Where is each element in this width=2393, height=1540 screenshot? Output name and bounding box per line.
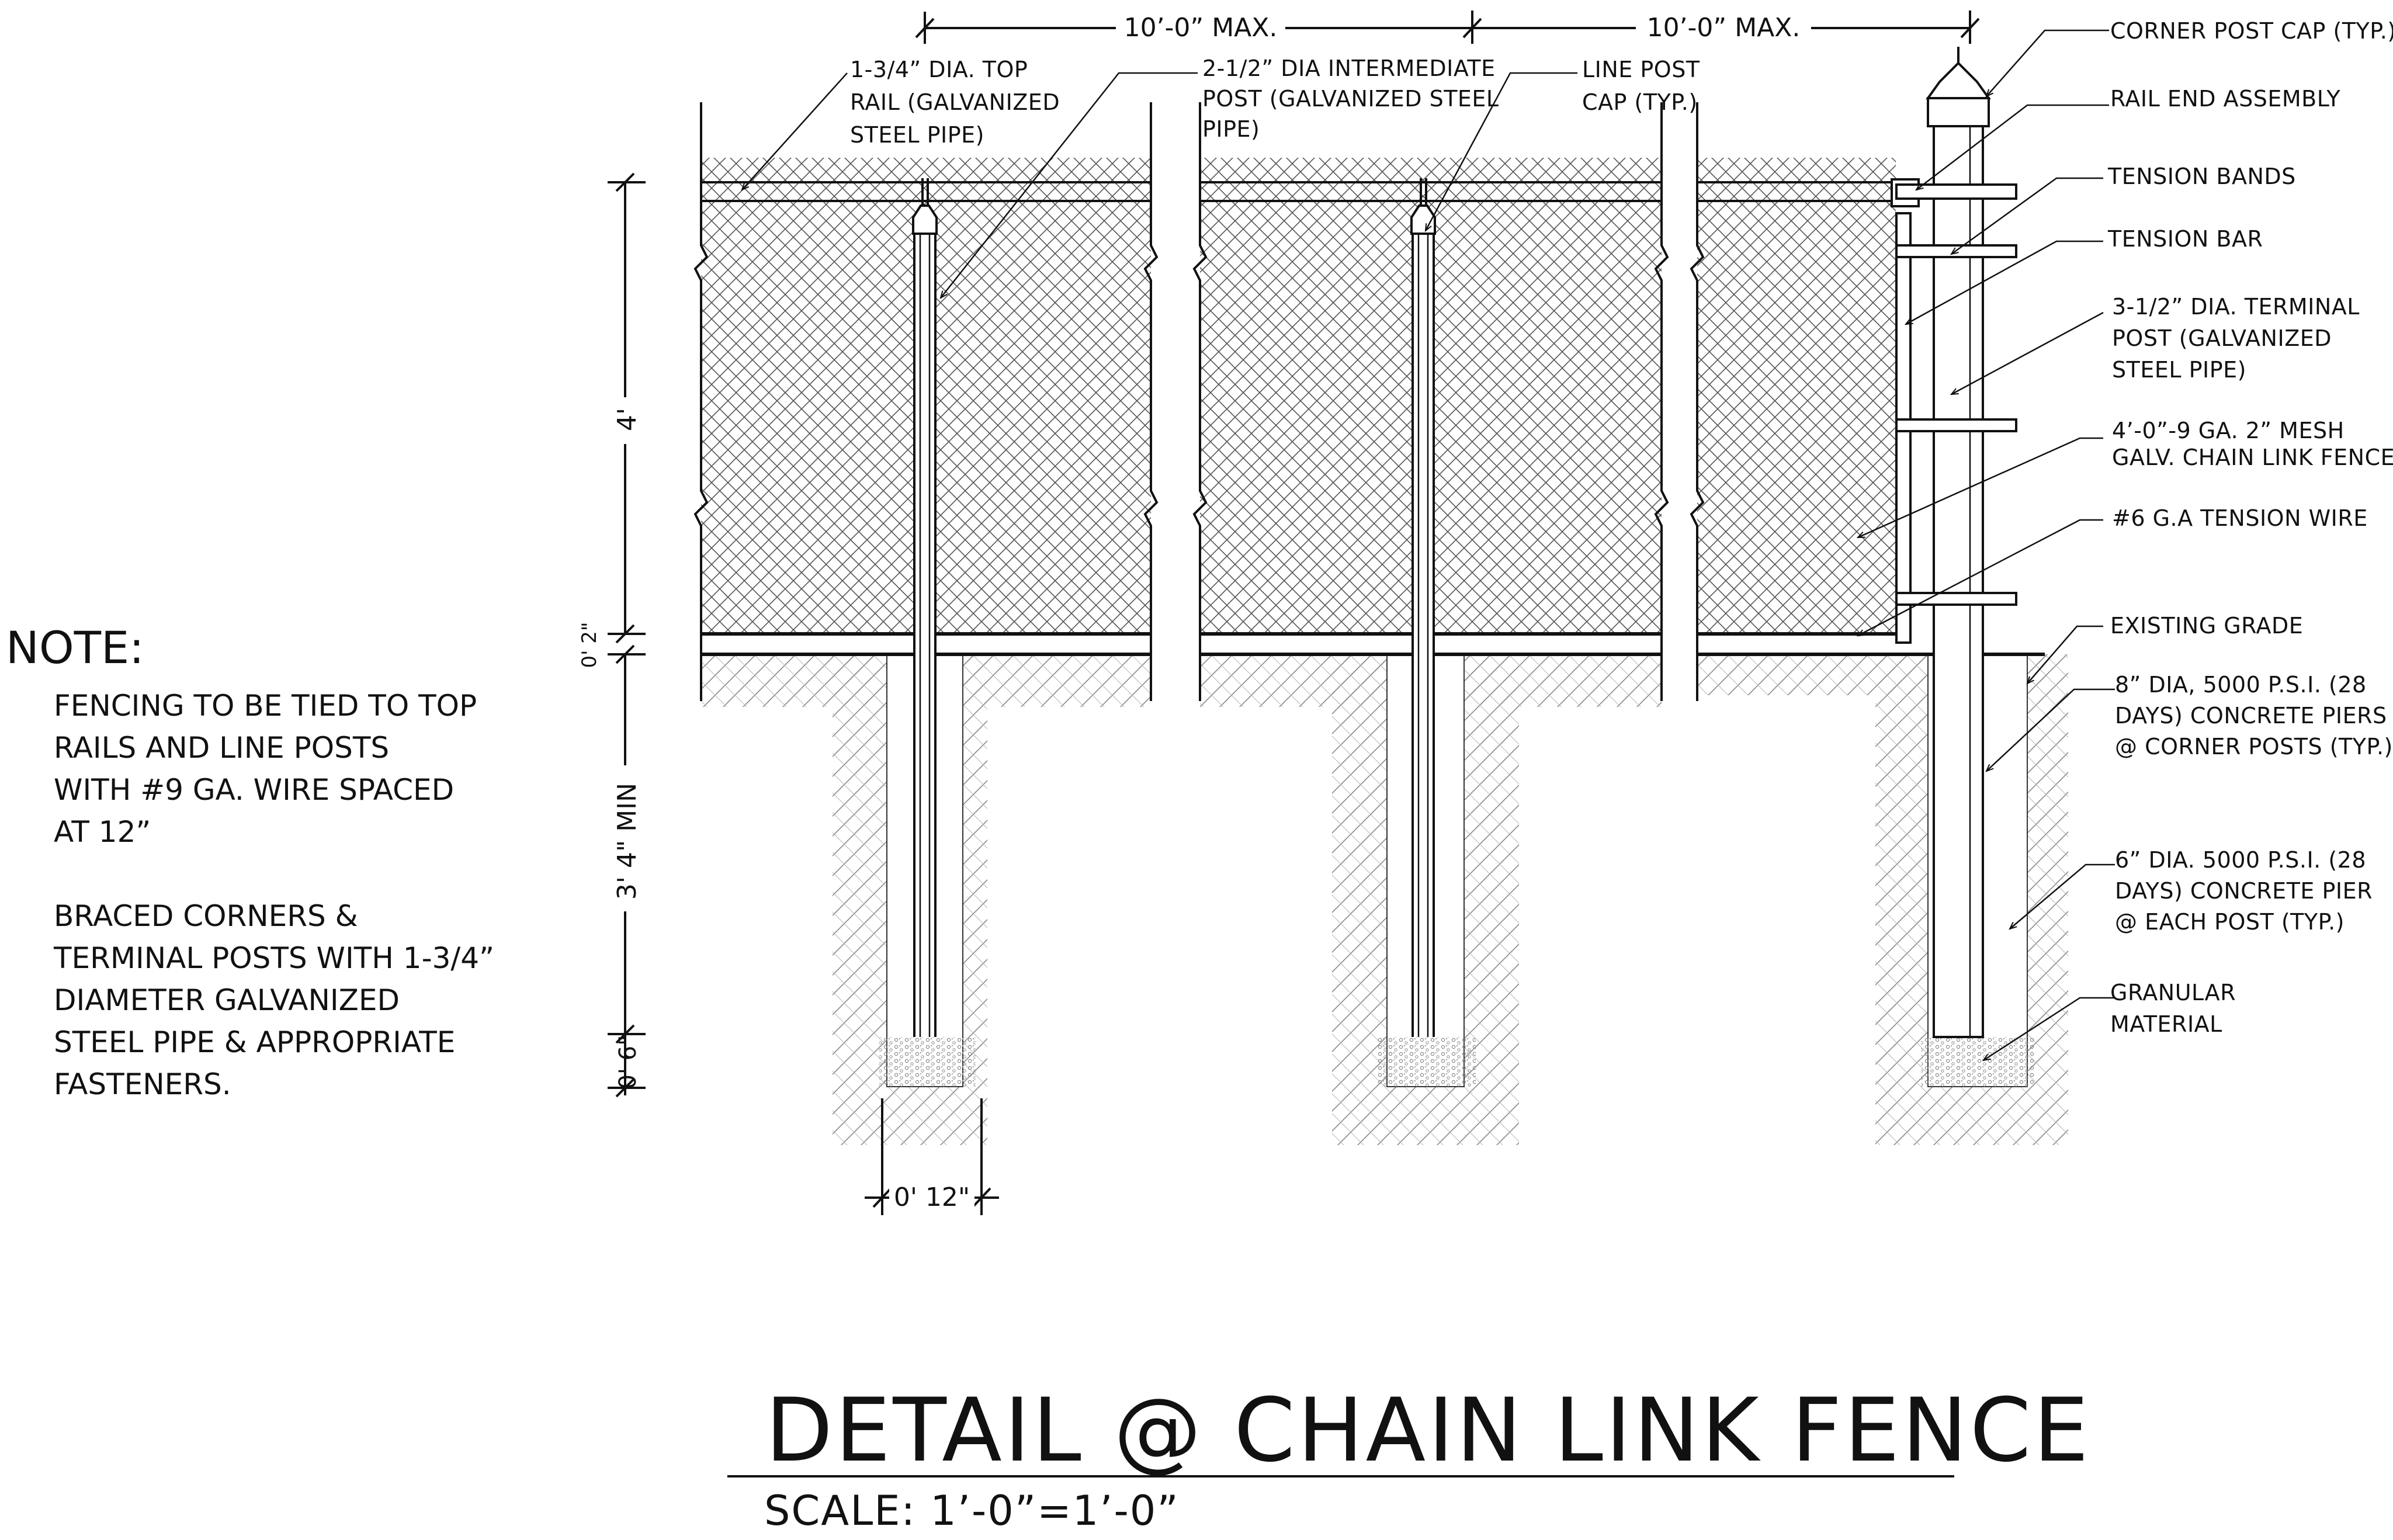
tension-band — [1895, 183, 2017, 200]
callout-rail-end-assembly: RAIL END ASSEMBLY — [2110, 86, 2340, 112]
embed-depth-dimension: 3' 4" MIN — [612, 783, 642, 900]
fence-height-dimension: 4' — [612, 408, 642, 431]
span-dimension-right: 10’-0” MAX. — [1647, 13, 1801, 43]
span-dimension-left: 10’-0” MAX. — [1124, 13, 1278, 43]
line-post-cap-left — [912, 204, 938, 235]
terminal-post — [1891, 47, 2017, 1038]
callout-existing-grade: EXISTING GRADE — [2110, 613, 2303, 639]
callouts: 1-3/4” DIA. TOP RAIL (GALVANIZED STEEL P… — [850, 18, 2393, 1037]
note-paragraph-2: BRACED CORNERS & TERMINAL POSTS WITH 1-3… — [53, 899, 504, 1101]
callout-intermediate-post: 2-1/2” DIA INTERMEDIATE POST (GALVANIZED… — [1202, 56, 1506, 142]
line-post-middle — [1410, 178, 1436, 1037]
callout-terminal-post: 3-1/2” DIA. TERMINAL POST (GALVANIZED ST… — [2112, 294, 2367, 383]
note-heading: NOTE: — [6, 622, 144, 674]
granular-material-middle — [1378, 1037, 1476, 1087]
rails — [701, 181, 1896, 636]
gravel-depth-dimension: 0' 6" — [615, 1035, 641, 1089]
tension-band — [1895, 592, 2017, 606]
callout-granular-material: GRANULAR MATERIAL — [2110, 980, 2243, 1037]
notes-block: NOTE: FENCING TO BE TIED TO TOP RAILS AN… — [6, 622, 504, 1101]
callout-tension-bar: TENSION BAR — [2107, 226, 2263, 252]
pier-width-label: 0' 12" — [894, 1182, 970, 1212]
terminal-post-pipe — [1933, 124, 1984, 1038]
drawing-title: DETAIL @ CHAIN LINK FENCE — [765, 1380, 2091, 1482]
mesh-panel-right — [1697, 158, 1896, 634]
corner-post-cap — [1927, 97, 1990, 127]
line-post-left — [912, 178, 938, 1037]
note-paragraph-1: FENCING TO BE TIED TO TOP RAILS AND LINE… — [54, 689, 486, 849]
title-block: DETAIL @ CHAIN LINK FENCE SCALE: 1’-0”=1… — [727, 1380, 2091, 1535]
callout-line-post-cap: LINE POST CAP (TYP.) — [1582, 57, 1707, 115]
granular-material-right — [1921, 1037, 2034, 1087]
vertical-dimensions: 4' 0' 2" 3' 4" MIN 0' 6" — [578, 172, 646, 1098]
callout-tension-wire: #6 G.A TENSION WIRE — [2112, 505, 2368, 531]
callout-corner-post-cap: CORNER POST CAP (TYP.) — [2110, 18, 2393, 44]
callout-post-pier: 6” DIA. 5000 P.S.I. (28 DAYS) CONCRETE P… — [2115, 847, 2380, 935]
pier-width-dimension: 0' 12" — [865, 1098, 999, 1215]
tension-band — [1895, 418, 2017, 432]
span-dimensions: 10’-0” MAX. 10’-0” MAX. — [915, 11, 1980, 44]
callout-tension-bands: TENSION BANDS — [2107, 164, 2296, 189]
ground-clearance-dimension: 0' 2" — [578, 622, 601, 668]
soil-section — [701, 653, 2068, 1145]
callout-top-rail: 1-3/4” DIA. TOP RAIL (GALVANIZED STEEL P… — [850, 57, 1067, 148]
callout-corner-pier: 8” DIA, 5000 P.S.I. (28 DAYS) CONCRETE P… — [2115, 672, 2393, 759]
break-lines — [693, 102, 1705, 701]
callout-chain-link-mesh: 4’-0”-9 GA. 2” MESH GALV. CHAIN LINK FEN… — [2112, 418, 2393, 470]
chain-link-mesh — [701, 158, 1896, 634]
drawing-scale: SCALE: 1’-0”=1’-0” — [764, 1487, 1180, 1535]
leader-lines — [742, 29, 2115, 1060]
granular-material-left — [879, 1037, 976, 1087]
